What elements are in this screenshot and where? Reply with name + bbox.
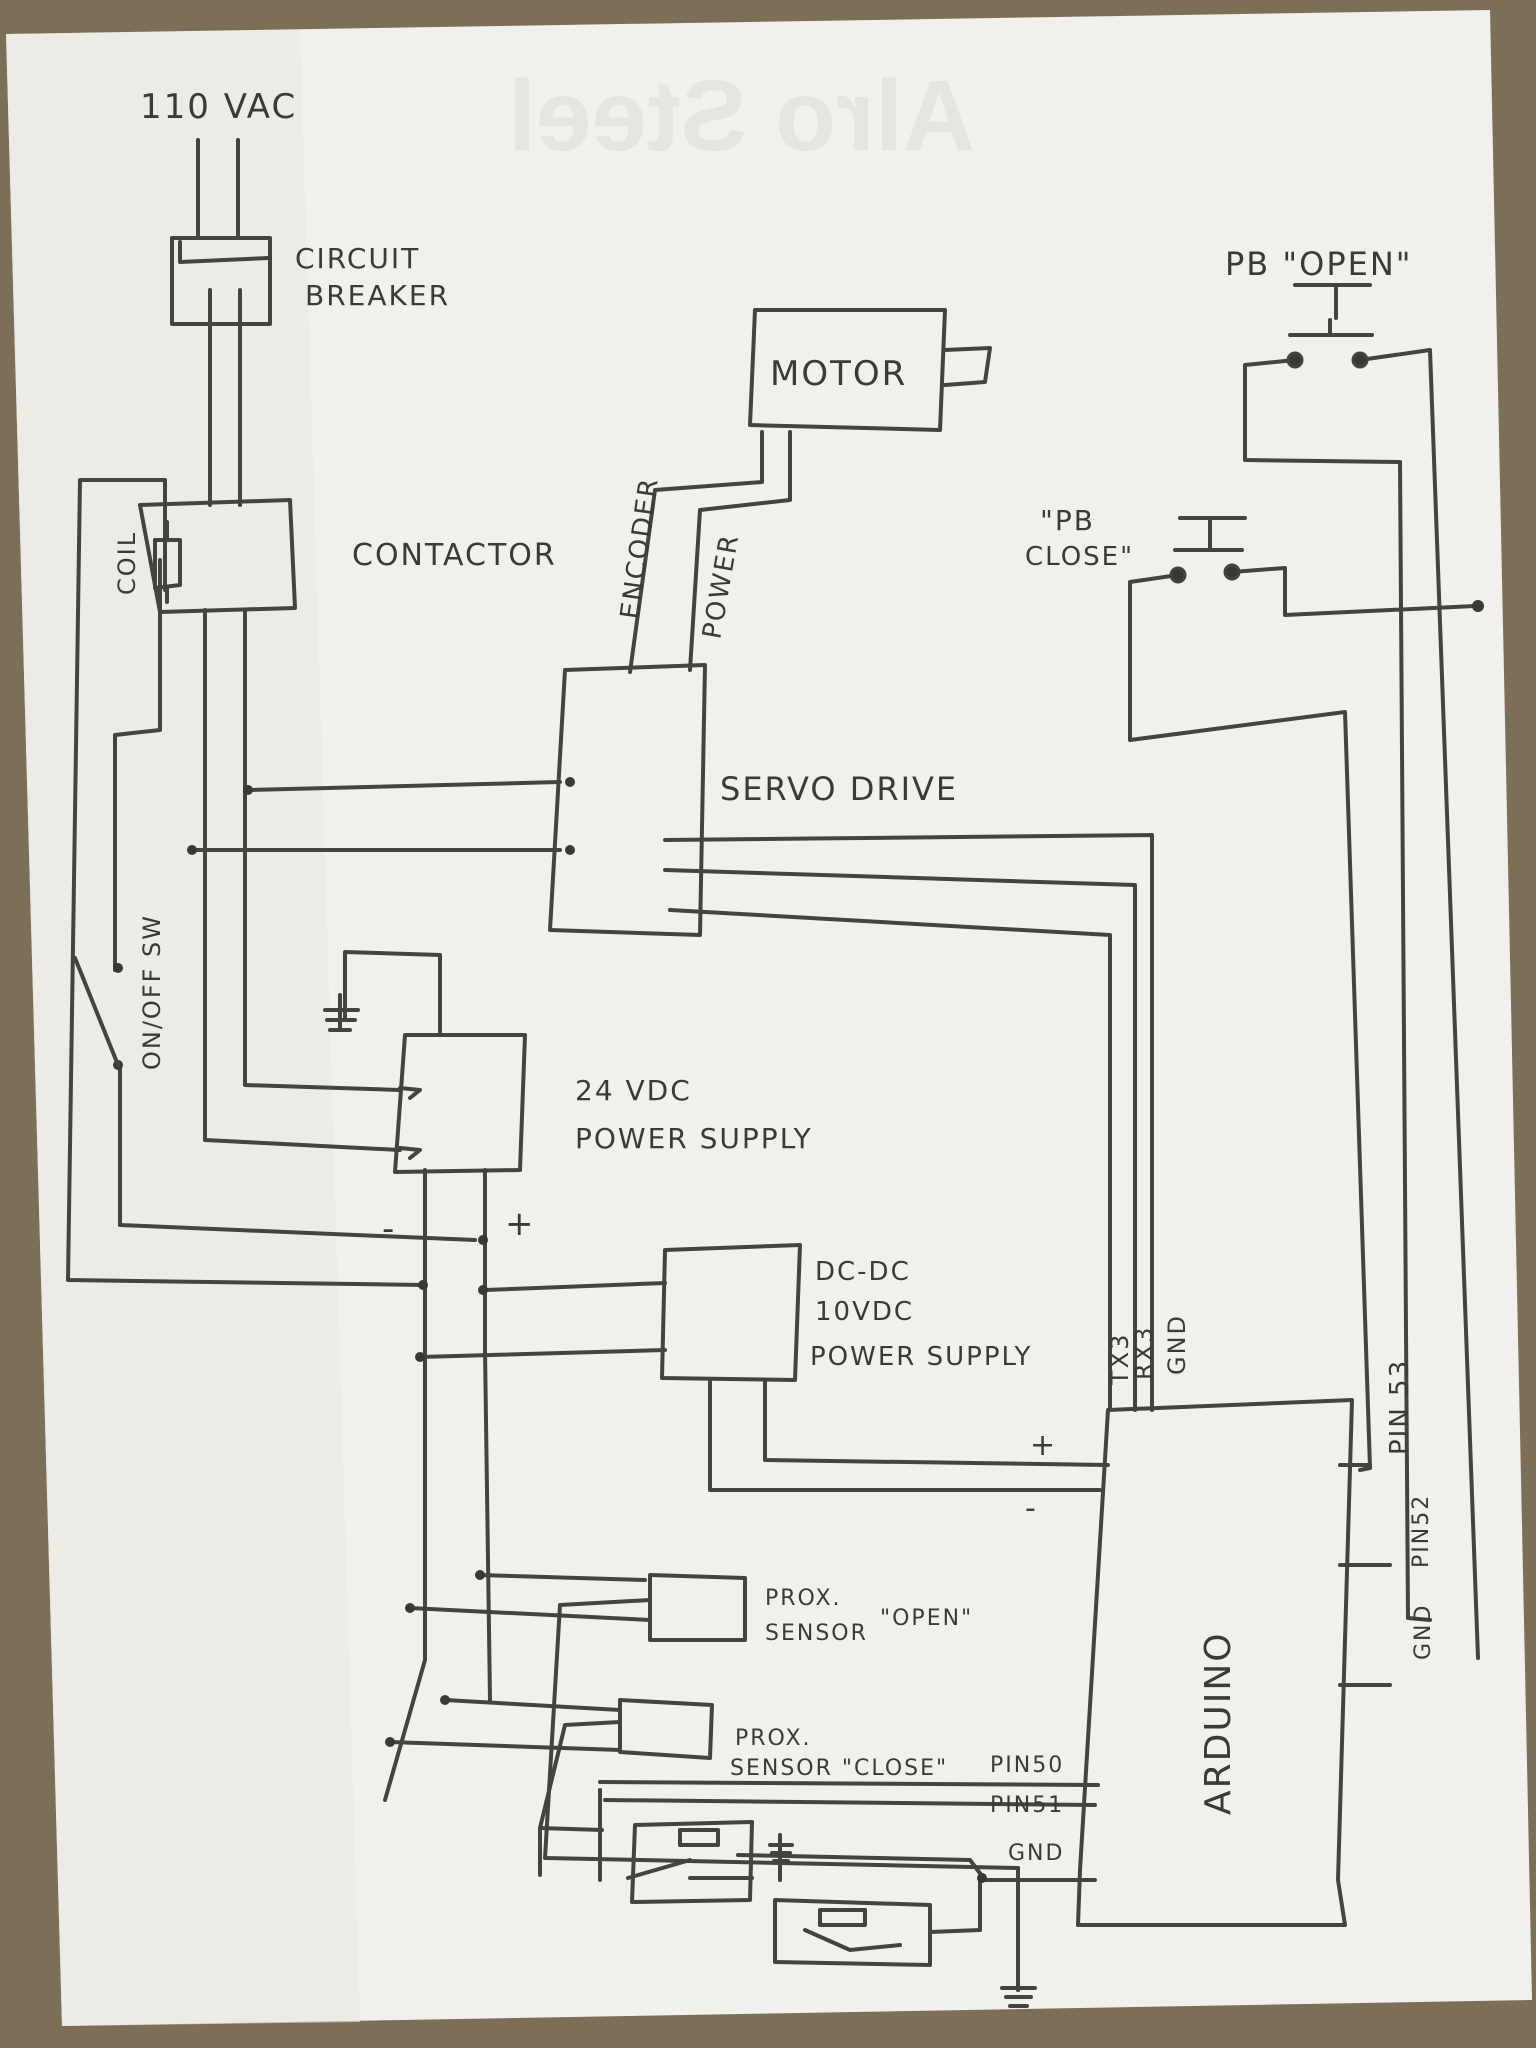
label-psu24-plus: + [505, 1204, 536, 1244]
label-circuit-breaker-line2: BREAKER [305, 279, 450, 312]
label-pin53: PIN 53 [1385, 1359, 1415, 1455]
bleed-through-print: Alro Steel [508, 60, 975, 172]
on-off-switch [73, 956, 120, 1067]
label-pin50: PIN50 [990, 1753, 1064, 1778]
label-ard-plus: + [1030, 1428, 1057, 1463]
label-rx3: RX3 [1130, 1326, 1158, 1380]
label-contactor: CONTACTOR [352, 538, 557, 573]
arduino-box [1076, 1398, 1354, 1927]
relay-2 [773, 1898, 932, 1967]
prox-sensor-close-box [618, 1698, 714, 1760]
motor-shaft [943, 346, 992, 387]
servo-drive-box [548, 663, 707, 937]
paper-shading [6, 30, 360, 2026]
paper-sheet [6, 10, 1532, 2026]
ground-symbol-bottom [1000, 1958, 1037, 2008]
motor-box [748, 308, 947, 432]
circuit-breaker-box [170, 236, 272, 326]
label-110vac: 110 VAC [140, 87, 297, 127]
psu-24vdc-box [393, 1033, 527, 1174]
label-dcdc-line3: POWER SUPPLY [810, 1342, 1032, 1372]
label-gnd-right: GND [1411, 1604, 1436, 1660]
label-psu24-minus: - [382, 1209, 396, 1249]
label-servo-drive: SERVO DRIVE [720, 770, 958, 808]
label-gnd-top: GND [1163, 1314, 1191, 1375]
label-coil: COIL [113, 531, 141, 595]
ground-symbol-psu [323, 993, 360, 1032]
label-dcdc-line2: 10VDC [815, 1297, 914, 1327]
label-pin51: PIN51 [990, 1793, 1064, 1818]
label-prox-close-line2: SENSOR "CLOSE" [730, 1756, 948, 1781]
wiring [66, 138, 1480, 1992]
label-tx3: TX3 [1106, 1333, 1134, 1386]
label-pb-close-line1: "PB [1040, 504, 1095, 537]
label-arduino: ARDUINO [1198, 1631, 1239, 1815]
relay-1 [626, 1820, 754, 1904]
label-on-off-switch: ON/OFF SW [138, 914, 166, 1070]
dcdc-box [660, 1243, 802, 1382]
label-prox-open-line3: "OPEN" [880, 1606, 973, 1631]
label-gnd-bottom: GND [1008, 1841, 1064, 1866]
label-circuit-breaker-line1: CIRCUIT [295, 242, 420, 275]
ground-symbol-relay [768, 1843, 794, 1863]
label-ard-minus: - [1025, 1491, 1038, 1526]
contactor-box [138, 498, 297, 614]
label-psu24-line2: POWER SUPPLY [575, 1122, 813, 1155]
label-prox-open-line1: PROX. [765, 1586, 842, 1611]
label-psu24-line1: 24 VDC [575, 1074, 692, 1107]
label-prox-close-line1: PROX. [735, 1726, 812, 1751]
label-prox-open-line2: SENSOR [765, 1621, 868, 1646]
pb-open-switch [1286, 318, 1374, 369]
label-pb-close-line2: CLOSE" [1025, 542, 1134, 572]
label-pin52: PIN52 [1409, 1494, 1434, 1568]
label-motor: MOTOR [770, 354, 907, 394]
pb-close-switch [1169, 548, 1244, 584]
prox-sensor-open-box [648, 1573, 747, 1642]
label-pb-open: PB "OPEN" [1225, 245, 1413, 283]
label-dcdc-line1: DC-DC [815, 1257, 911, 1287]
